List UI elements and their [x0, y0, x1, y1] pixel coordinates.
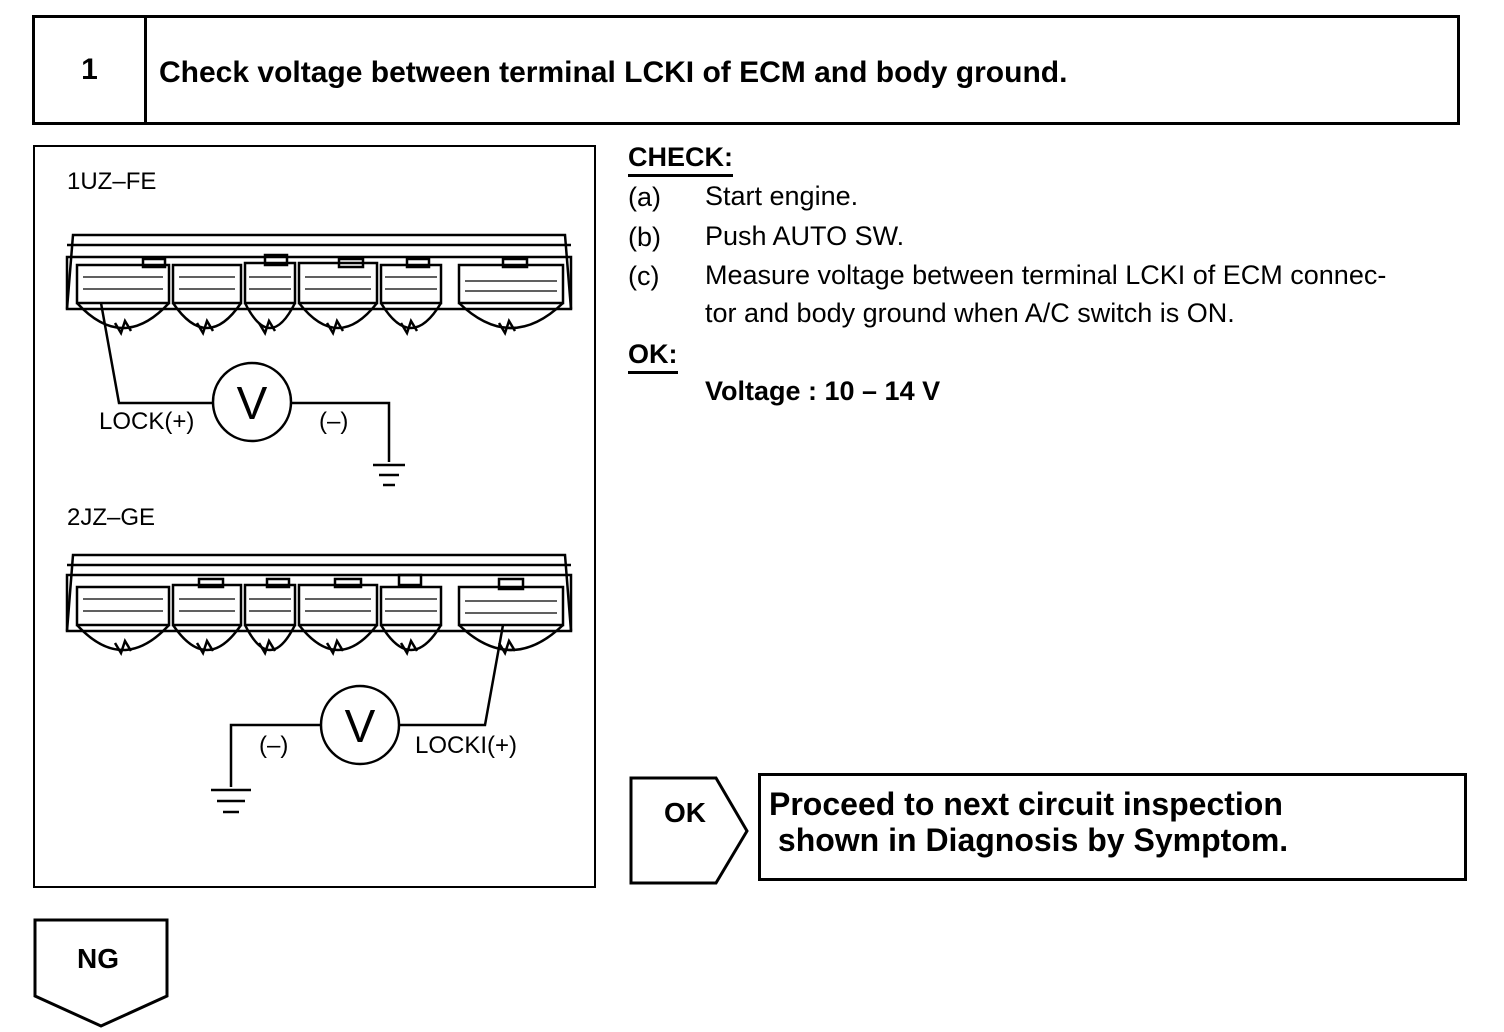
check-heading: CHECK:	[628, 142, 733, 177]
step-b-text: Push AUTO SW.	[705, 221, 905, 251]
step-header: 1 Check voltage between terminal LCKI of…	[32, 15, 1460, 125]
step-b-letter: (b)	[628, 222, 661, 252]
bottom-ecm-icon	[65, 553, 573, 656]
step-title: Check voltage between terminal LCKI of E…	[159, 56, 1068, 89]
ng-label: NG	[77, 943, 119, 974]
top-engine-label: 1UZ–FE	[67, 168, 156, 195]
bottom-negative-lead	[229, 723, 321, 787]
ecm-voltage-diagram: 1UZ–FE 2JZ–GE LOCK(+) (–) (–) LOCKI(+) V…	[65, 168, 573, 814]
top-negative-lead	[291, 401, 391, 462]
top-positive-lead	[99, 302, 213, 405]
step-c-text-line2: tor and body ground when A/C switch is O…	[705, 298, 1235, 328]
ok-heading: OK:	[628, 339, 678, 374]
bottom-positive-label: LOCKI(+)	[415, 732, 517, 759]
ng-arrow-icon	[33, 918, 169, 1028]
ok-result-text: Proceed to next circuit inspection shown…	[769, 786, 1288, 858]
bottom-ground-icon	[211, 788, 251, 814]
ok-result-line2: shown in Diagnosis by Symptom.	[769, 822, 1289, 858]
ok-voltage-spec: Voltage : 10 – 14 V	[705, 376, 941, 406]
wiring-diagram-panel: 1UZ–FE 2JZ–GE LOCK(+) (–) (–) LOCKI(+) V…	[33, 145, 596, 888]
bottom-engine-label: 2JZ–GE	[67, 504, 155, 531]
step-a-letter: (a)	[628, 182, 661, 212]
top-voltmeter-symbol: V	[237, 377, 268, 429]
ok-result-box: Proceed to next circuit inspection shown…	[758, 773, 1467, 881]
step-c-letter: (c)	[628, 261, 660, 291]
ok-result-line1: Proceed to next circuit inspection	[769, 786, 1283, 822]
top-ecm-icon	[65, 233, 573, 336]
bottom-negative-label: (–)	[259, 732, 288, 759]
bottom-voltmeter-symbol: V	[345, 700, 376, 752]
step-a-text: Start engine.	[705, 181, 859, 211]
ok-arrow-icon	[629, 776, 749, 885]
top-ground-icon	[373, 463, 405, 487]
ok-label: OK	[664, 797, 706, 828]
top-positive-label: LOCK(+)	[99, 408, 194, 435]
step-c-text-line1: Measure voltage between terminal LCKI of…	[705, 260, 1387, 290]
step-number: 1	[35, 18, 147, 122]
top-negative-label: (–)	[319, 408, 348, 435]
bottom-positive-lead	[399, 624, 505, 727]
